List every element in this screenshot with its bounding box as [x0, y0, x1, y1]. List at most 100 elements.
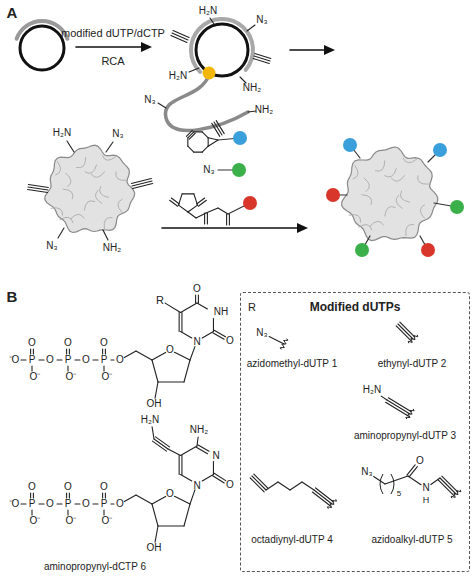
bond-line — [174, 352, 190, 360]
bond-line — [31, 366, 32, 371]
chem-label: modified dUTP/dCTP — [61, 28, 165, 39]
chem-label: NH — [214, 307, 228, 317]
bond-line — [171, 35, 187, 42]
chem-label: P — [29, 355, 36, 365]
flower-texture — [55, 161, 60, 175]
bond-line — [132, 181, 152, 186]
bond-line — [208, 140, 218, 146]
box-title: Modified dUTPs — [241, 301, 469, 313]
bond-line — [213, 333, 224, 340]
chem-label: O⁻ — [102, 516, 113, 526]
bond-line — [21, 503, 26, 504]
bond-line — [165, 303, 180, 312]
bond-line — [197, 437, 198, 446]
flower-texture — [70, 214, 84, 219]
bond-line — [152, 360, 158, 382]
bond-line — [106, 142, 113, 152]
dashed-group-box: Modified dUTPs — [240, 292, 470, 572]
chem-label: O⁻ — [30, 372, 41, 382]
chem-label: O — [100, 338, 108, 348]
bond-line — [202, 132, 208, 138]
bond-line — [212, 123, 220, 136]
chem-label: N — [422, 483, 429, 493]
circular-template — [20, 26, 64, 70]
bond-line — [152, 427, 154, 439]
bond-line — [197, 303, 207, 309]
bond-line — [124, 351, 136, 358]
bond-line — [158, 103, 166, 108]
bond-line — [254, 474, 268, 488]
chem-label: N₃ — [256, 15, 267, 25]
chem-label: octadiynyl-dUTP 4 — [251, 535, 333, 545]
chem-label: ⁻O — [9, 355, 20, 365]
bond-line — [207, 213, 208, 224]
chem-label: N₃ — [144, 95, 155, 105]
bond-line — [93, 359, 98, 360]
bond-line — [182, 193, 194, 194]
chem-label: NH₂ — [103, 243, 121, 253]
flower-texture — [420, 205, 425, 219]
bond-line — [187, 138, 188, 146]
bond-line — [189, 68, 199, 72]
bond-line — [181, 456, 182, 475]
bond-line — [254, 56, 270, 61]
bond-line — [290, 49, 326, 51]
chem-label: ethynyl-dUTP 2 — [378, 359, 447, 369]
bond-line — [57, 503, 62, 504]
bond-line — [316, 488, 334, 502]
chem-label: azidomethyl-dUTP 1 — [247, 359, 337, 369]
bond-line — [66, 493, 67, 498]
chem-label: O — [166, 489, 174, 499]
label-dot — [421, 243, 435, 257]
bond-line — [312, 492, 330, 506]
chem-label: O — [193, 284, 201, 294]
bond-line — [189, 133, 195, 139]
bond-line — [431, 478, 440, 485]
label-dot — [343, 138, 357, 152]
bracket — [391, 474, 394, 494]
chem-label: N — [212, 451, 219, 461]
bond-line — [204, 213, 205, 224]
flower-texture — [406, 224, 414, 236]
flower-texture — [385, 207, 396, 217]
bond-line — [198, 200, 206, 206]
bond-line — [387, 400, 410, 414]
flower-texture — [104, 217, 112, 229]
bond-line — [170, 200, 178, 206]
bond-line — [374, 476, 385, 484]
label-dot — [326, 188, 340, 202]
bond-line — [179, 313, 180, 332]
bond-line — [111, 503, 114, 504]
chem-label: ⁻O — [9, 499, 20, 509]
bond-line — [396, 326, 411, 341]
bond-line — [385, 476, 408, 484]
bond-line — [33, 349, 34, 354]
bond-line — [178, 205, 188, 212]
flower-texture — [418, 175, 429, 184]
bond-line — [208, 138, 209, 146]
bond-line — [386, 402, 409, 416]
bond-line — [102, 493, 103, 498]
chem-label: O — [226, 480, 234, 490]
chem-label: O — [28, 338, 36, 348]
bond-line — [195, 295, 196, 303]
bond-line — [197, 198, 205, 204]
bond-line — [69, 349, 70, 354]
bond-line — [210, 18, 214, 24]
chem-label: N₃ — [112, 129, 123, 139]
chem-label: H₂N — [363, 385, 381, 395]
label-dot — [433, 143, 447, 157]
bond-line — [75, 503, 80, 504]
bond-line — [131, 178, 151, 183]
bond-line — [69, 493, 70, 498]
chem-label: H₂N — [141, 415, 159, 425]
bond-line — [194, 152, 202, 153]
bond-line — [213, 476, 224, 483]
bond-line — [229, 214, 230, 225]
chem-label: O — [226, 336, 234, 346]
bond-line — [67, 141, 74, 152]
chem-label: O⁻ — [66, 372, 77, 382]
bond-line — [226, 214, 227, 225]
chem-label: O — [64, 482, 72, 492]
bond-line — [388, 398, 411, 412]
